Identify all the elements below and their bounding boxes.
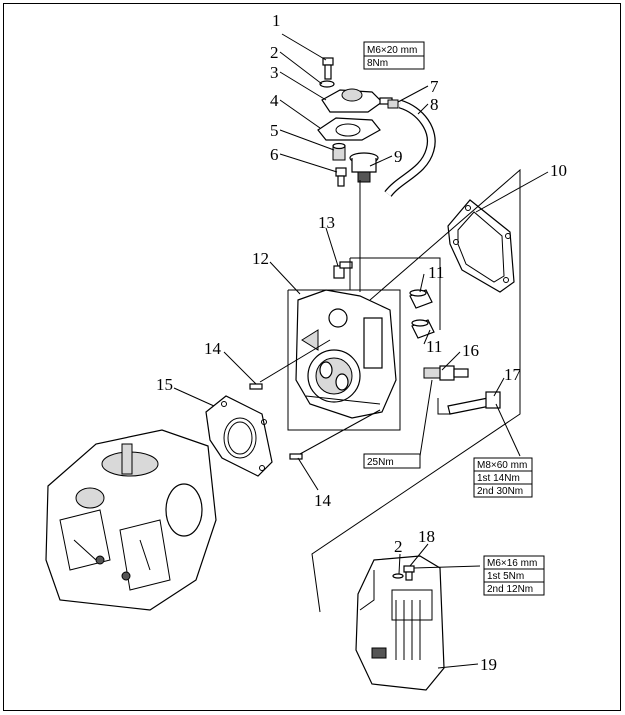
spec-bolt18-size: M6×16 mm (487, 558, 537, 569)
callout-9: 9 (394, 147, 403, 166)
spec-box-bolt-17: M8×60 mm 1st 14Nm 2nd 30Nm (473, 457, 533, 498)
callout-4: 4 (270, 91, 279, 110)
washer-part-2b (392, 573, 404, 579)
spec-bolt17-second: 2nd 30Nm (477, 486, 523, 497)
spec-bolt18-second: 2nd 12Nm (487, 584, 533, 595)
callout-3: 3 (270, 63, 279, 82)
bolt-part-1 (322, 57, 334, 80)
callout-11a: 11 (428, 263, 444, 282)
callout-13: 13 (318, 213, 335, 232)
gasket-part-4 (317, 117, 381, 141)
head-gasket-part-15 (205, 395, 273, 477)
spec-bolt17-first: 1st 14Nm (477, 473, 520, 484)
spec-box-bolt-18: M6×16 mm 1st 5Nm 2nd 12Nm (483, 555, 545, 596)
thermostat-cover-part-3 (321, 88, 393, 113)
spec-bolt1-size: M6×20 mm (367, 45, 417, 56)
washer-part-2 (319, 80, 335, 88)
callout-5: 5 (270, 121, 279, 140)
gasket-part-10 (447, 199, 515, 293)
callout-18: 18 (418, 527, 435, 546)
spec-box-bolt-1: M6×20 mm 8Nm (363, 41, 425, 70)
callout-15: 15 (156, 375, 173, 394)
fitting-part-13 (333, 261, 353, 279)
callout-2b: 2 (394, 537, 403, 556)
hose-fitting-part-7 (387, 99, 399, 109)
callout-12: 12 (252, 249, 269, 268)
cover-part-19 (355, 555, 445, 691)
sleeve-part-11b (411, 319, 435, 339)
callout-10: 10 (550, 161, 567, 180)
dowel-pin-part-14a (249, 383, 263, 390)
callout-16: 16 (462, 341, 479, 360)
cylinder-head-part-12 (295, 289, 397, 419)
leader-lines (173, 33, 549, 669)
spark-plug-part-16 (423, 365, 469, 381)
cylinder-block (45, 429, 217, 611)
sleeve-part-11a (409, 289, 433, 309)
spec-plug16-torque: 25Nm (367, 457, 394, 468)
spec-bolt18-first: 1st 5Nm (487, 571, 524, 582)
bolt-part-6 (335, 167, 347, 187)
callout-2: 2 (270, 43, 279, 62)
callout-numbers: 1 2 3 4 5 6 7 8 9 10 11 11 12 13 14 14 1… (156, 11, 567, 674)
callout-6: 6 (270, 145, 279, 164)
callout-17: 17 (504, 365, 522, 384)
thermostat-part-9 (349, 152, 379, 183)
callout-8: 8 (430, 95, 439, 114)
center-lines (259, 168, 521, 613)
bolt-part-17 (447, 391, 501, 415)
spec-bolt17-size: M8×60 mm (477, 460, 527, 471)
callout-11b: 11 (426, 337, 442, 356)
diagram-frame (3, 3, 621, 711)
spec-box-plug-16: 25Nm (363, 453, 421, 469)
callout-7: 7 (430, 77, 439, 96)
spec-bolt1-torque: 8Nm (367, 58, 388, 69)
callout-1: 1 (272, 11, 281, 30)
callout-14b: 14 (314, 491, 332, 510)
callout-19: 19 (480, 655, 497, 674)
spacer-part-5 (332, 142, 346, 161)
dowel-pin-part-14b (289, 453, 303, 460)
callout-14a: 14 (204, 339, 222, 358)
bolt-part-18 (403, 565, 415, 581)
